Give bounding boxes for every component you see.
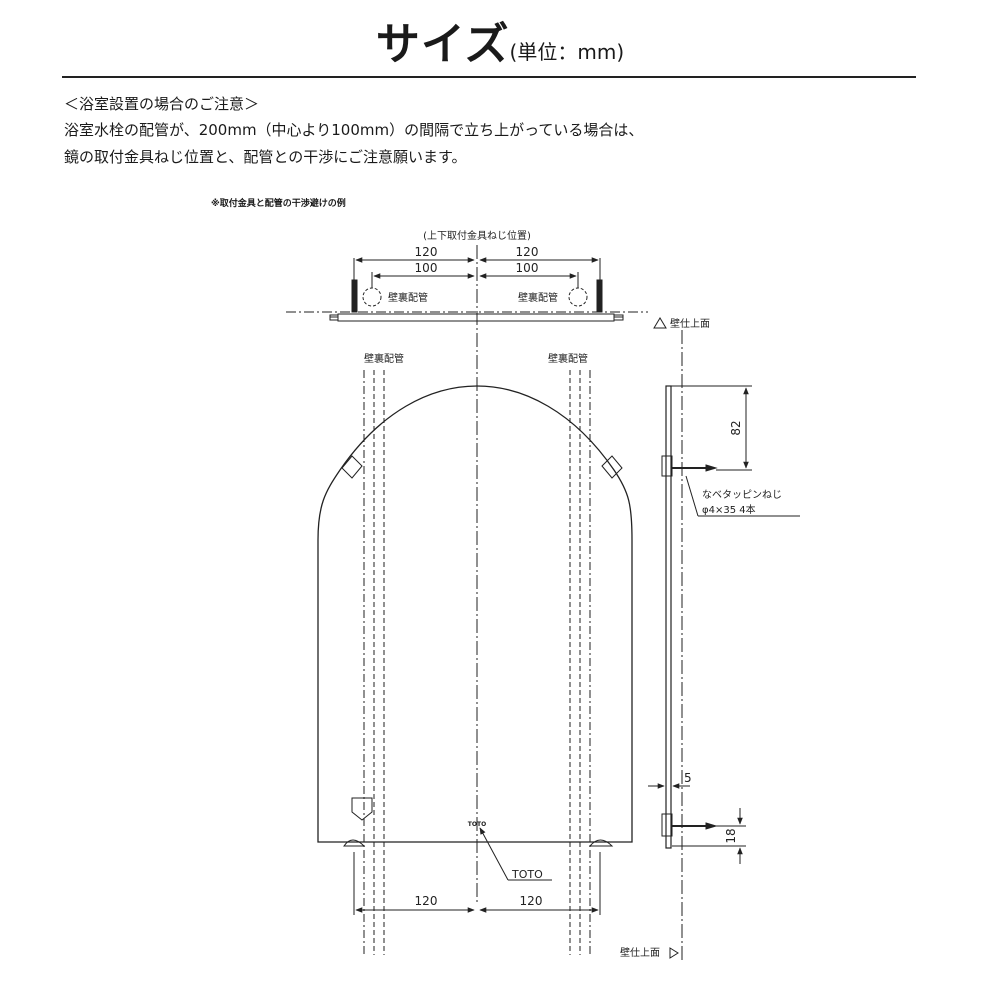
top-pipe-left-label: 壁裏配管 (388, 291, 428, 304)
bottom-wall-label: 壁仕上面 (620, 946, 660, 959)
bottom-dim-left-120: 120 (415, 894, 438, 908)
top-dim-right-100: 100 (516, 261, 539, 275)
front-bracket-lower-left (343, 839, 366, 847)
shield-mark-icon (351, 797, 373, 821)
title-unit: (単位：mm) (509, 40, 625, 64)
front-pipe-left-label: 壁裏配管 (364, 352, 404, 365)
side-dim-18: 18 (724, 828, 738, 843)
top-bracket-left (351, 279, 358, 313)
front-bracket-upper-left (341, 455, 363, 479)
brand-mark: TOTO (468, 821, 486, 828)
top-bracket-right (596, 279, 603, 313)
screw-spec: φ4×35 4本 (702, 503, 756, 516)
side-dim-5: 5 (684, 771, 692, 785)
bottom-wall-marker-icon (669, 947, 679, 959)
mirror-outline (317, 385, 633, 843)
front-bracket-lower-right (588, 839, 614, 847)
front-bracket-upper-right (601, 455, 623, 479)
side-mirror-profile (665, 385, 672, 849)
top-view (286, 257, 667, 329)
bottom-dim-right-120: 120 (520, 894, 543, 908)
top-dim-right-120: 120 (516, 245, 539, 259)
mount-screw-label: (上下取付金具ねじ位置) (423, 229, 531, 242)
title-divider (62, 76, 916, 78)
side-dim-82: 82 (729, 420, 743, 435)
title-text: サイズ (375, 19, 510, 70)
notice-heading: ＜浴室設置の場合のご注意＞ (64, 95, 260, 113)
top-pipe-right (568, 287, 588, 307)
top-mirror-plate (337, 313, 615, 322)
top-wall-marker-icon (653, 317, 667, 329)
side-view (648, 330, 800, 960)
front-view (317, 370, 633, 955)
top-pipe-right-label: 壁裏配管 (518, 291, 558, 304)
front-pipe-right-label: 壁裏配管 (548, 352, 588, 365)
top-dim-left-100: 100 (415, 261, 438, 275)
top-pipe-left (362, 287, 382, 307)
top-wall-label: 壁仕上面 (670, 317, 710, 330)
brand-callout: TOTO (511, 868, 543, 881)
top-dim-left-120: 120 (415, 245, 438, 259)
example-caption: ※取付金具と配管の干渉避けの例 (211, 199, 346, 209)
notice-line-1: 浴室水栓の配管が、200mm（中心より100mm）の間隔で立ち上がっている場合は… (64, 121, 644, 139)
page-title: サイズ(単位：mm) (0, 8, 1000, 72)
notice-line-2: 鏡の取付金具ねじ位置と、配管との干渉にご注意願います。 (64, 148, 467, 166)
screw-label: なベタッピンねじ (702, 489, 782, 501)
